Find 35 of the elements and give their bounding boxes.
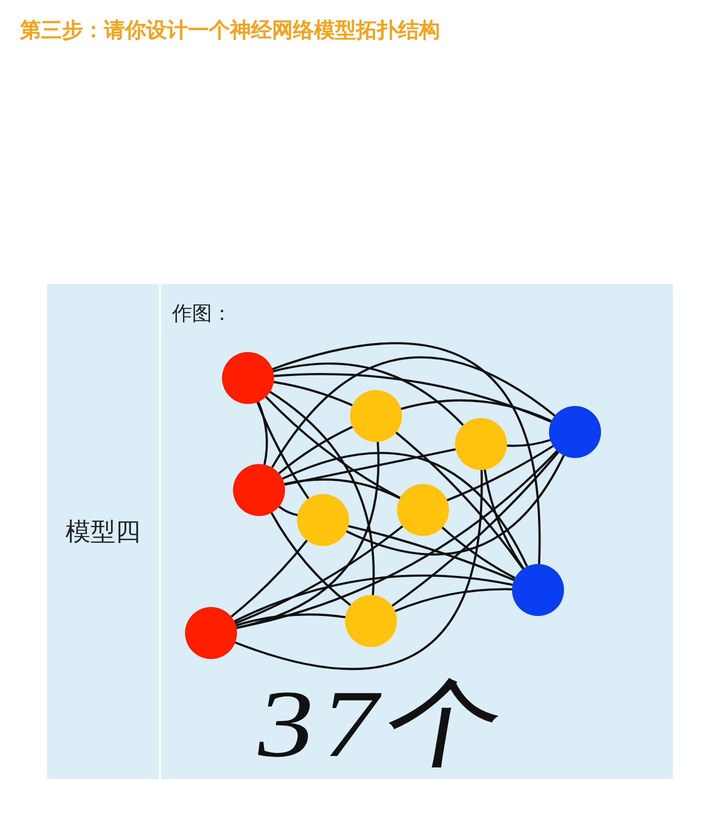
connection-line [446, 445, 554, 502]
connection-line [234, 574, 513, 622]
connection-line [392, 451, 560, 607]
connection-line [234, 470, 483, 670]
handwritten-note: 37个 [247, 669, 520, 779]
connection-line [234, 525, 404, 624]
connection-line [272, 362, 464, 426]
connection-line [270, 512, 352, 606]
connection-line [269, 390, 375, 596]
title: 第三步：请你设计一个神经网络模型拓扑结构 [20, 17, 440, 44]
connection-line [284, 448, 456, 486]
connection-line [236, 442, 380, 629]
connection-line [348, 525, 514, 582]
connection-line [272, 342, 540, 564]
connection-line [284, 478, 400, 500]
connection-line [400, 399, 552, 422]
connection-line [265, 396, 401, 499]
connection-line [442, 526, 516, 579]
connection-line [274, 372, 552, 423]
connection-line [236, 613, 346, 626]
connection-line [257, 401, 268, 465]
connection-line [236, 450, 558, 629]
connection-line [484, 470, 524, 570]
connection-line [274, 380, 353, 406]
label-cell: 模型四 [47, 284, 159, 779]
connection-line [278, 426, 353, 474]
connection-line [506, 438, 551, 447]
connection-line [346, 454, 565, 556]
connection-line [230, 540, 308, 618]
connection-line [256, 402, 310, 500]
connection-line [282, 452, 528, 567]
connection-line [394, 588, 512, 612]
connection-line [278, 506, 298, 516]
connection-line [271, 356, 556, 468]
connection-line [395, 432, 524, 570]
